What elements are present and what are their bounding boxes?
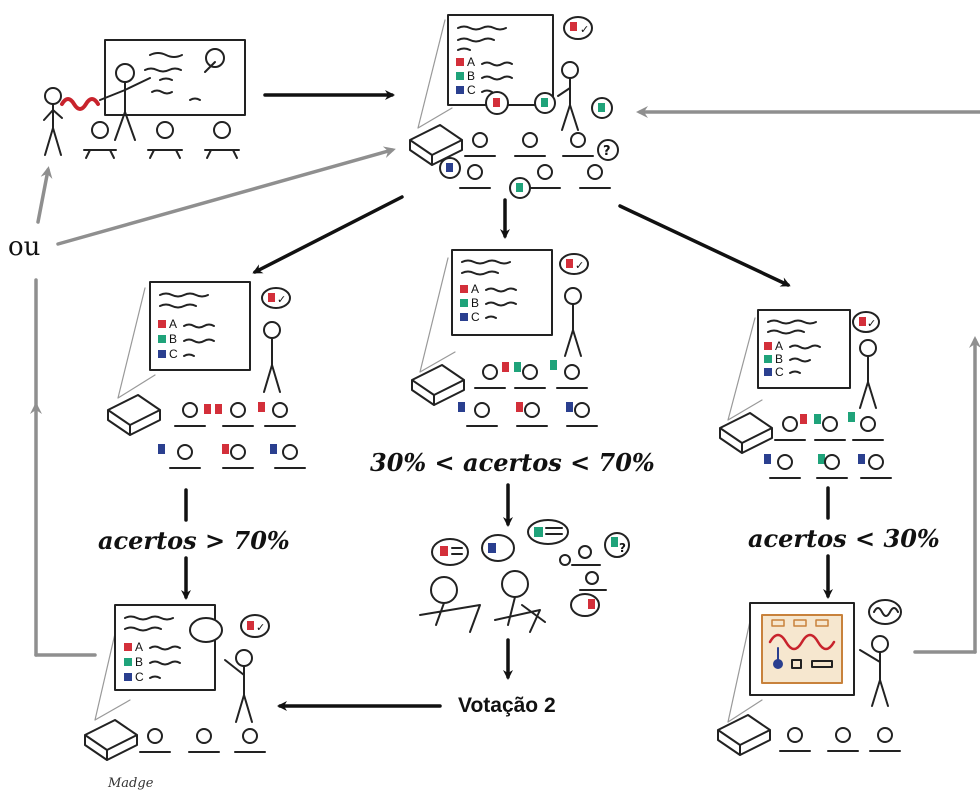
option-c: C	[467, 83, 476, 97]
option-b: B	[135, 655, 143, 669]
check-icon: ✓	[580, 23, 589, 36]
check-icon: ✓	[256, 621, 265, 634]
option-c: C	[775, 365, 784, 379]
option-c: C	[135, 670, 144, 684]
projection-beam	[417, 19, 453, 129]
lecture-wave	[60, 97, 100, 111]
scene-result-high	[107, 281, 306, 469]
option-a: A	[775, 339, 783, 353]
projector	[717, 714, 771, 756]
board-drawing	[205, 48, 225, 68]
option-a: A	[467, 55, 475, 69]
scene-result-low	[719, 309, 892, 479]
scene-result-mid	[411, 249, 598, 427]
simulation-wave	[768, 633, 836, 651]
check-icon: ✓	[867, 317, 876, 330]
artist-signature: Madge	[108, 776, 154, 791]
option-a: A	[169, 317, 177, 331]
scene-final	[84, 604, 270, 761]
arrow-vote-to-right	[618, 204, 791, 287]
projector	[411, 364, 465, 406]
scene-relecture	[717, 599, 902, 756]
label-condition-low: acertos < 30%	[748, 524, 940, 553]
label-condition-high: acertos > 70%	[98, 526, 290, 555]
label-votacao-2: Votação 2	[458, 694, 556, 717]
option-a: A	[471, 282, 479, 296]
option-c: C	[169, 347, 178, 361]
projector	[409, 124, 463, 166]
option-b: B	[471, 296, 479, 310]
scene-lecture	[43, 39, 246, 159]
scene-vote-1	[409, 14, 619, 199]
label-condition-mid: 30% < acertos < 70%	[370, 448, 655, 477]
arrow-vote-to-left	[252, 195, 404, 274]
projector	[719, 412, 773, 454]
option-b: B	[467, 69, 475, 83]
arrow-ou-to-lecture	[36, 166, 53, 224]
option-a: A	[135, 640, 143, 654]
question-icon: ?	[603, 144, 611, 159]
option-b: B	[169, 332, 177, 346]
question-icon: ?	[619, 541, 626, 555]
teacher-thought-bubble	[240, 614, 270, 638]
board-scribbles	[144, 52, 201, 101]
check-icon: ✓	[277, 293, 286, 306]
answer-letters: A B C A B C A B C A B C A B C	[135, 55, 784, 684]
student-standing-head	[44, 87, 62, 105]
label-ou: ou	[8, 232, 41, 262]
projector	[107, 394, 161, 436]
arrow-ou-to-vote	[56, 146, 396, 246]
option-c: C	[471, 310, 480, 324]
option-b: B	[775, 352, 783, 366]
scene-peer-discussion	[419, 519, 630, 633]
lecturer-body	[99, 77, 151, 141]
projector	[84, 719, 138, 761]
check-icon: ✓	[575, 259, 584, 272]
flow-arrows	[30, 90, 980, 711]
